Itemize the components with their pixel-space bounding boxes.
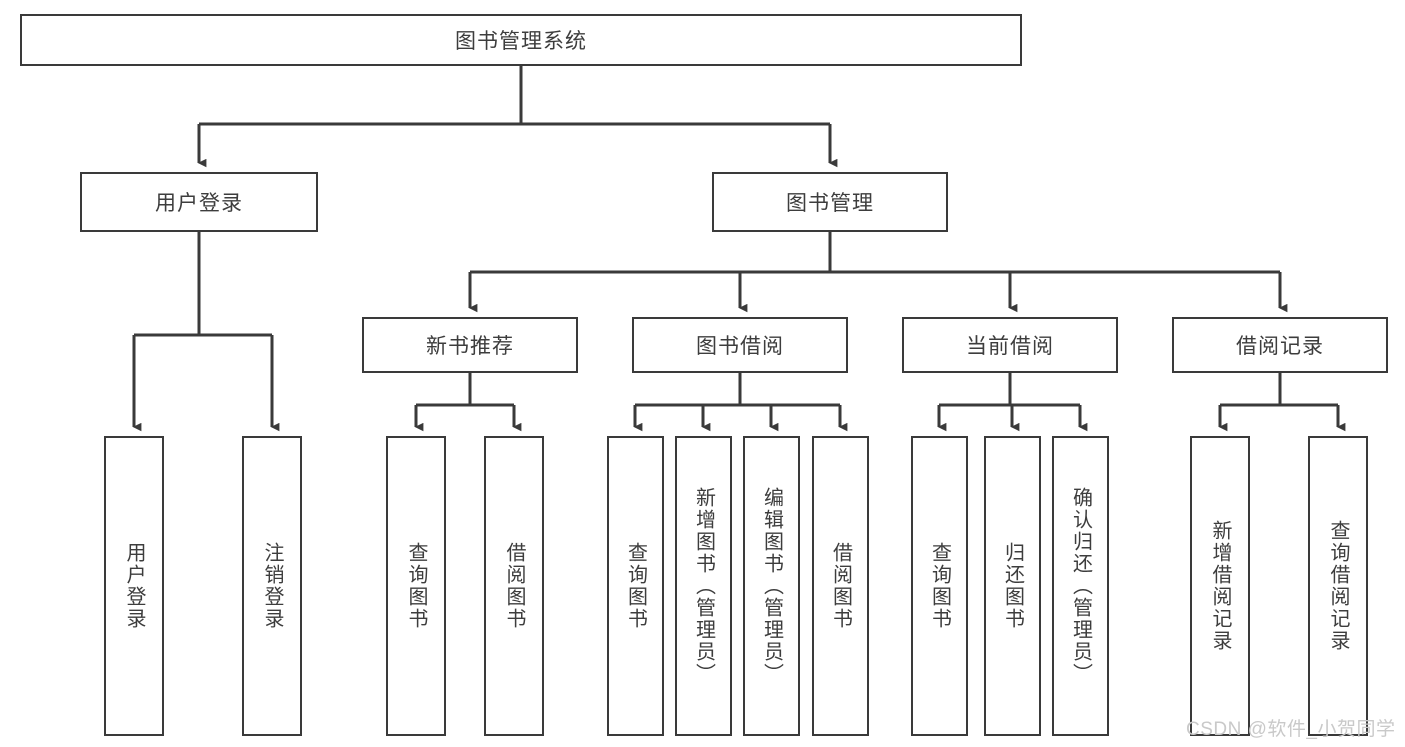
leaf-return-book[interactable]: 归还图书: [984, 436, 1041, 736]
node-label: 当前借阅: [966, 335, 1054, 358]
node-label: 借阅图书: [503, 542, 525, 630]
node-label: 新书推荐: [426, 335, 514, 358]
node-label: 编辑图书（管理员）: [760, 487, 783, 685]
leaf-query-book-borrow[interactable]: 查询图书: [607, 436, 664, 736]
node-label: 查询图书: [624, 542, 647, 630]
node-label: 新增借阅记录: [1209, 520, 1231, 652]
leaf-add-borrow-record[interactable]: 新增借阅记录: [1190, 436, 1250, 736]
node-label: 图书管理系统: [455, 30, 587, 53]
node-label: 新增图书（管理员）: [692, 487, 715, 685]
leaf-user-logout[interactable]: 注销登录: [242, 436, 302, 736]
node-root[interactable]: 图书管理系统: [20, 14, 1022, 66]
node-label: 查询图书: [405, 542, 427, 630]
node-label: 借阅图书: [829, 542, 852, 630]
leaf-user-login[interactable]: 用户登录: [104, 436, 164, 736]
node-label: 图书借阅: [696, 335, 784, 358]
leaf-query-book-recommend[interactable]: 查询图书: [386, 436, 446, 736]
node-label: 图书管理: [786, 192, 874, 215]
leaf-borrow-book[interactable]: 借阅图书: [812, 436, 869, 736]
node-book-borrow[interactable]: 图书借阅: [632, 317, 848, 373]
node-label: 确认归还（管理员）: [1069, 487, 1092, 685]
node-user-login[interactable]: 用户登录: [80, 172, 318, 232]
node-current-borrow[interactable]: 当前借阅: [902, 317, 1118, 373]
node-label: 查询借阅记录: [1327, 520, 1349, 652]
node-label: 查询图书: [928, 542, 951, 630]
node-new-book-recommend[interactable]: 新书推荐: [362, 317, 578, 373]
leaf-edit-book-admin[interactable]: 编辑图书（管理员）: [743, 436, 800, 736]
node-borrow-record[interactable]: 借阅记录: [1172, 317, 1388, 373]
watermark: CSDN @软件_小贺同学: [1186, 719, 1396, 740]
node-label: 归还图书: [1001, 542, 1024, 630]
node-book-management[interactable]: 图书管理: [712, 172, 948, 232]
leaf-query-book-current[interactable]: 查询图书: [911, 436, 968, 736]
node-label: 借阅记录: [1236, 335, 1324, 358]
leaf-query-borrow-record[interactable]: 查询借阅记录: [1308, 436, 1368, 736]
node-label: 注销登录: [261, 542, 283, 630]
node-label: 用户登录: [155, 192, 243, 215]
leaf-borrow-book-recommend[interactable]: 借阅图书: [484, 436, 544, 736]
leaf-add-book-admin[interactable]: 新增图书（管理员）: [675, 436, 732, 736]
leaf-confirm-return-admin[interactable]: 确认归还（管理员）: [1052, 436, 1109, 736]
node-label: 用户登录: [123, 542, 145, 630]
